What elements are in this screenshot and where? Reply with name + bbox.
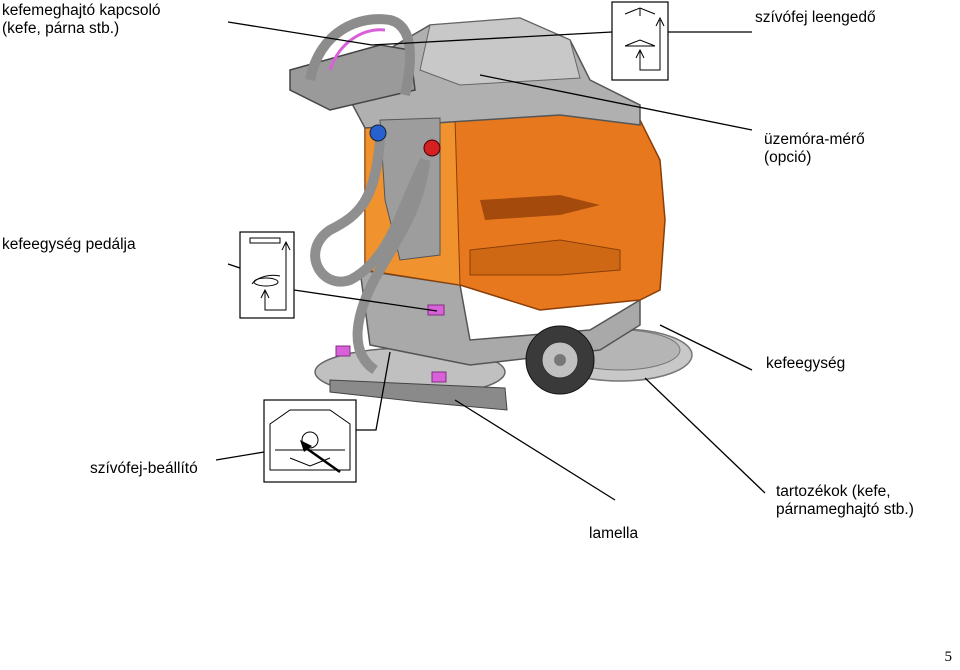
page-number: 5 <box>944 649 953 665</box>
blade-label: lamella <box>589 525 639 542</box>
squeegee-lowering-symbol <box>611 1 669 81</box>
hour-meter-label-line2: (opció) <box>764 149 812 166</box>
accessories-label-line1: tartozékok (kefe, <box>776 483 891 500</box>
hose <box>310 139 430 287</box>
brush-pedal-label: kefeegység pedálja <box>2 236 136 253</box>
brush-unit-label: kefeegység <box>766 355 846 372</box>
accessories-label-line2: párnameghajtó stb.) <box>776 501 914 518</box>
accessories-label: tartozékok (kefe, párnameghajtó stb.) <box>776 483 914 519</box>
squeegee-adjuster-symbol <box>263 399 357 483</box>
brush-pedal-symbol <box>239 231 295 319</box>
hour-meter-label-line1: üzemóra-mérő <box>764 131 865 148</box>
brush-switch-label-line2: (kefe, párna stb.) <box>2 20 120 37</box>
handle <box>305 14 415 97</box>
brush-switch-label: kefemeghajtó kapcsoló (kefe, párna stb.) <box>2 2 161 38</box>
squeegee-adjuster-label: szívófej-beállító <box>90 460 198 477</box>
blue-cap <box>369 124 387 142</box>
red-cap <box>423 139 441 157</box>
leader-lines <box>215 21 766 501</box>
hour-meter-label: üzemóra-mérő (opció) <box>764 131 865 167</box>
squeegee-lowering-label: szívófej leengedő <box>755 9 876 26</box>
brush-switch-label-line1: kefemeghajtó kapcsoló <box>2 2 161 19</box>
